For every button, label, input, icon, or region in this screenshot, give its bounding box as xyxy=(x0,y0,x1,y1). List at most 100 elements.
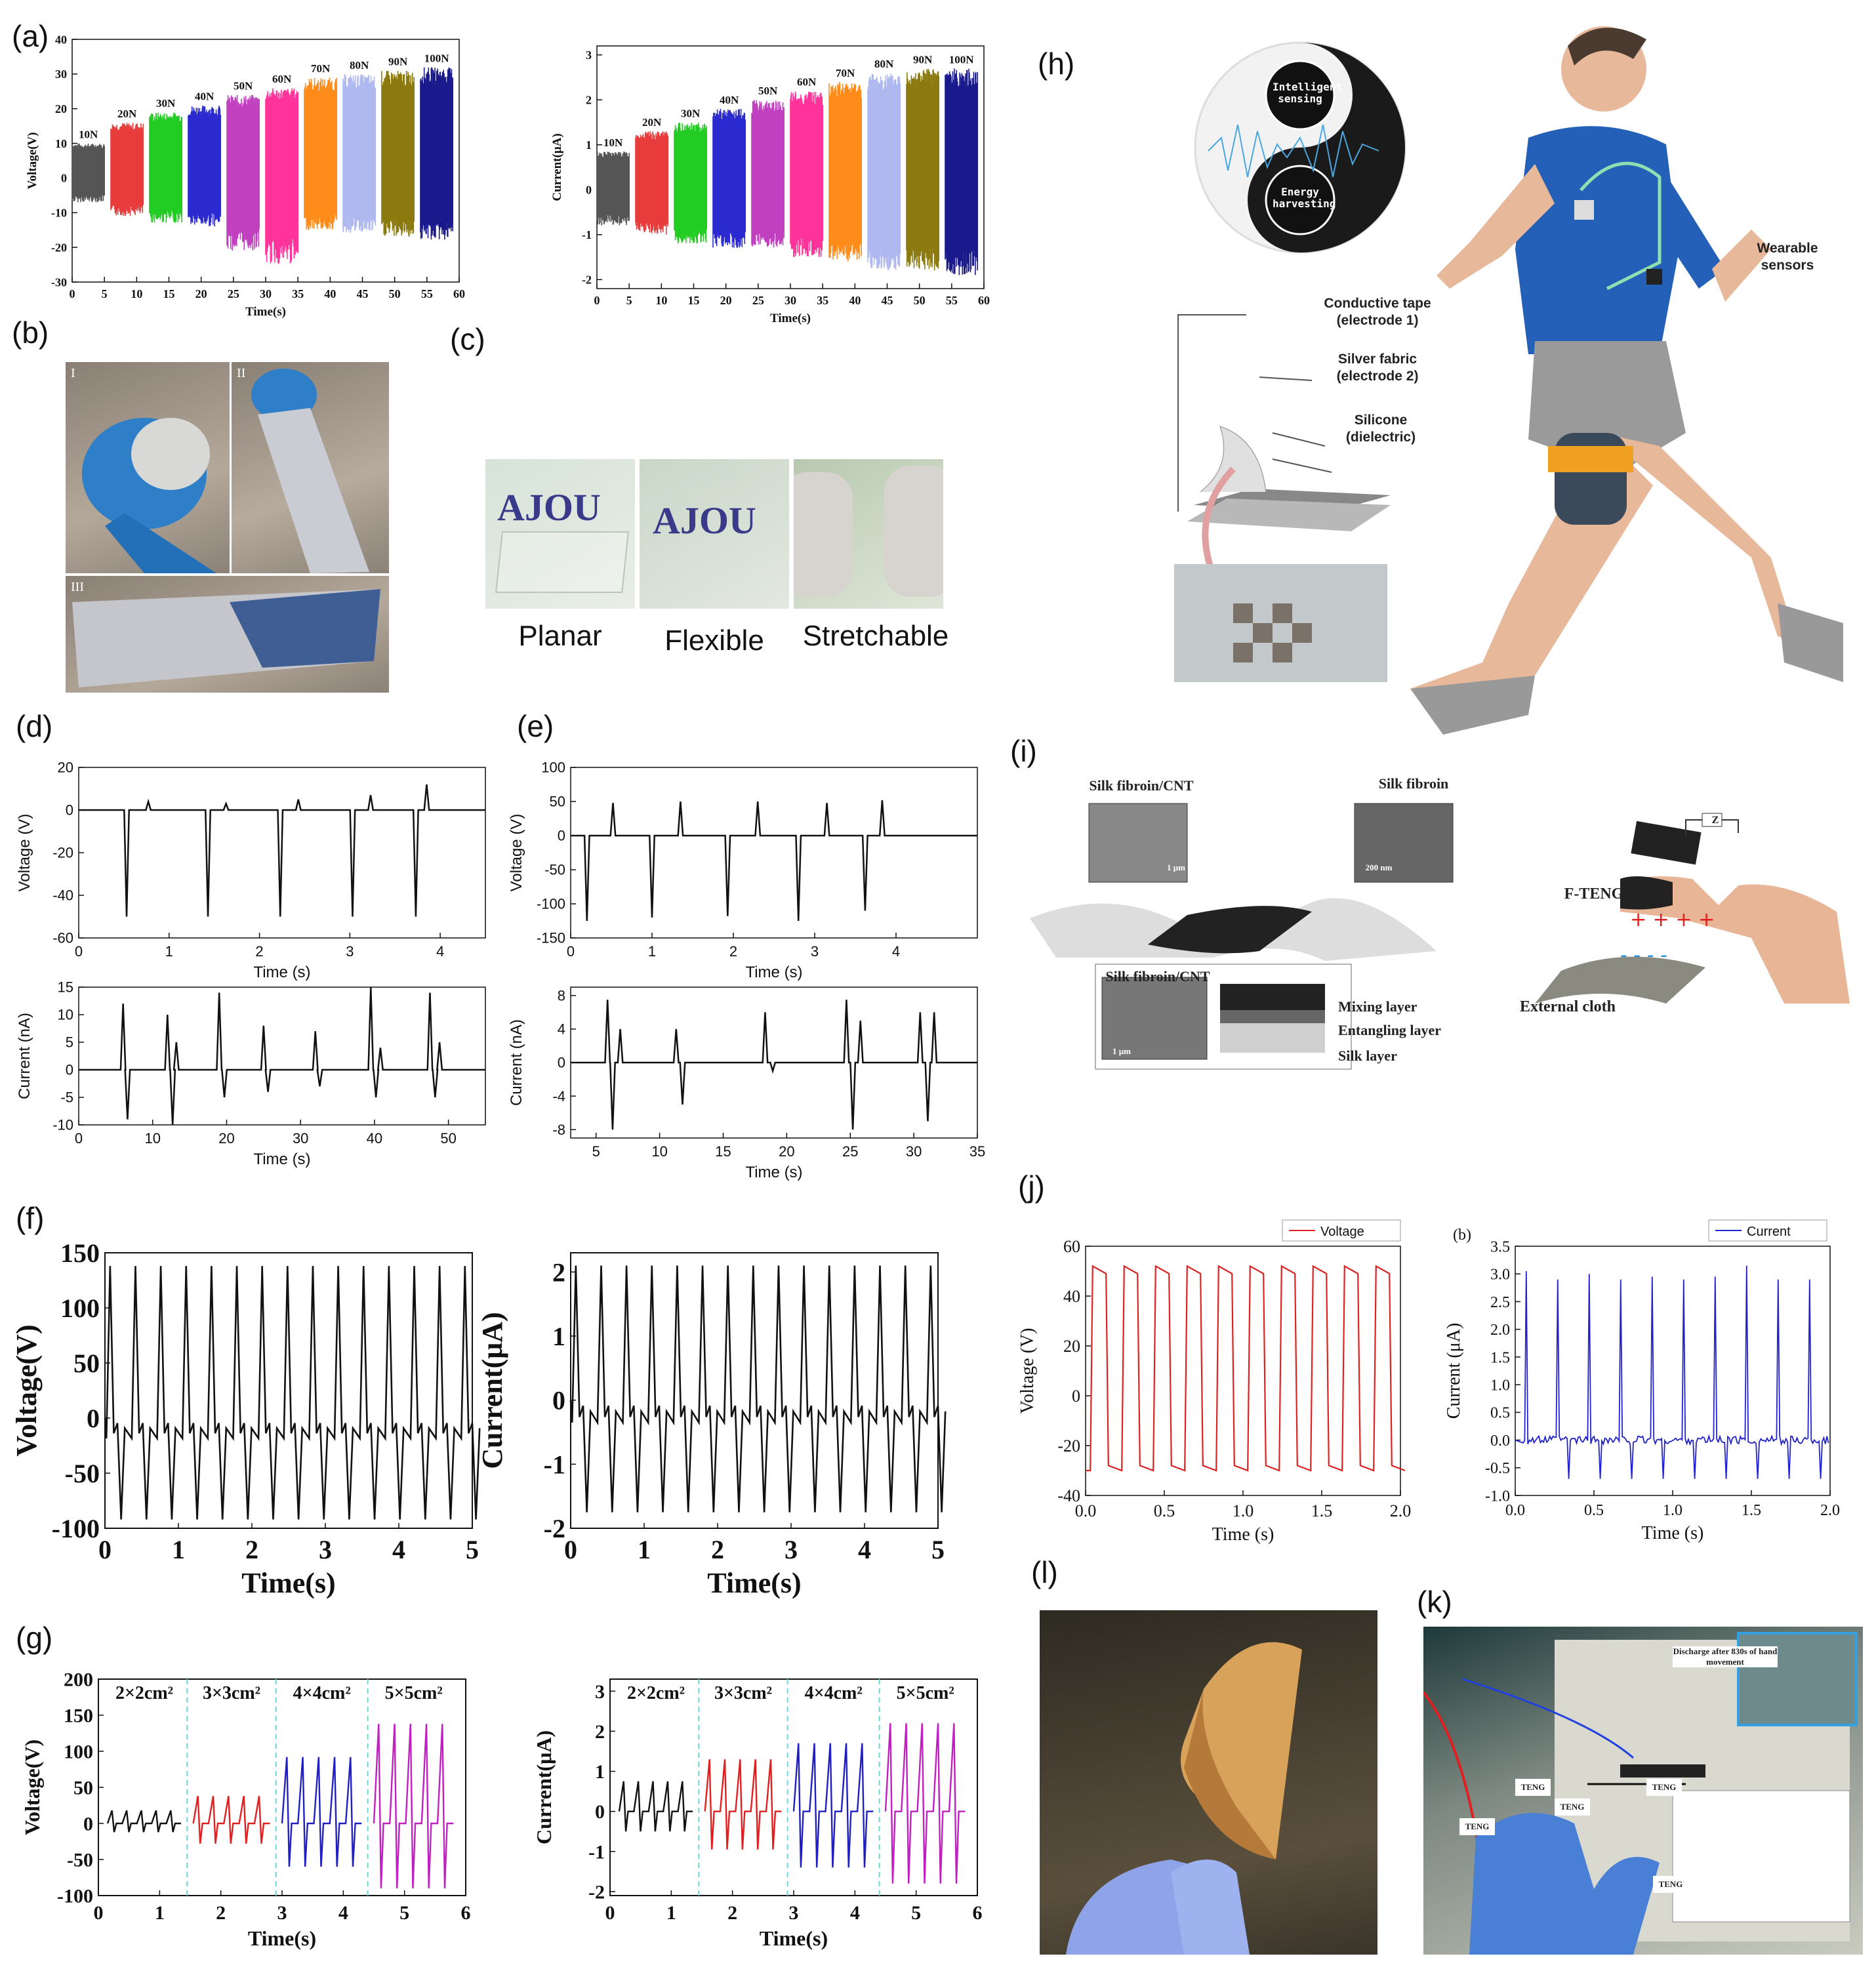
y-tick-label: -20 xyxy=(51,241,67,254)
group-trace xyxy=(884,1723,966,1884)
x-tick-label: 0.0 xyxy=(1075,1501,1097,1520)
y-tick-label: 0 xyxy=(61,172,67,185)
plot-frame xyxy=(1515,1246,1831,1496)
series-label: 20N xyxy=(642,116,662,129)
x-tick-label: 2 xyxy=(727,1902,737,1924)
teng-label-5: TENG xyxy=(1653,1876,1688,1893)
y-tick-label: -1 xyxy=(588,1841,605,1863)
y-tick-label: 2.5 xyxy=(1490,1294,1510,1311)
x-tick-label: 5 xyxy=(931,1535,945,1564)
x-tick-label: 40 xyxy=(849,294,861,307)
x-tick-label: 35 xyxy=(969,1143,985,1160)
y-tick-label: 20 xyxy=(58,760,73,776)
yin-text: Intelligent sensing xyxy=(1273,81,1342,105)
circuit-photo: Discharge after 830s of hand movement TE… xyxy=(1423,1627,1863,1955)
x-tick-label: 0 xyxy=(594,294,600,307)
x-tick-label: 3 xyxy=(811,943,819,960)
sample-text-flexible: AJOU xyxy=(653,499,756,542)
y-axis-label: Current (nA) xyxy=(16,1013,33,1099)
teng-label-1: TENG xyxy=(1515,1779,1551,1796)
x-axis-label: Time(s) xyxy=(241,1567,335,1599)
series-label: 80N xyxy=(874,58,894,70)
layer-label-2: Silver fabric (electrode 2) xyxy=(1336,352,1419,384)
x-tick-label: 3 xyxy=(277,1902,287,1924)
x-tick-label: 3 xyxy=(785,1535,798,1564)
x-tick-label: 15 xyxy=(163,287,175,300)
x-tick-label: 2 xyxy=(255,943,263,960)
y-tick-label: 100 xyxy=(64,1741,93,1763)
y-tick-label: -10 xyxy=(52,1117,73,1133)
x-tick-label: 25 xyxy=(752,294,764,307)
x-tick-label: 30 xyxy=(785,294,796,307)
series-trace xyxy=(342,74,376,233)
group-3 xyxy=(884,1723,966,1884)
teng-label-4: TENG xyxy=(1459,1818,1495,1835)
x-tick-label: 1.5 xyxy=(1742,1502,1761,1519)
y-tick-label: -100 xyxy=(537,896,565,912)
series-label: 10N xyxy=(603,136,623,149)
signal-trace xyxy=(571,800,977,922)
flexible-photo: AJOU xyxy=(640,459,789,609)
group-label: 4×4cm² xyxy=(805,1683,863,1703)
series-20N xyxy=(110,123,144,216)
y-tick-label: 0 xyxy=(586,184,592,197)
layer-entangling: Entangling layer xyxy=(1338,1022,1442,1038)
series-trace xyxy=(265,88,298,264)
signal-trace xyxy=(1515,1265,1829,1479)
y-tick-label: -40 xyxy=(1057,1486,1080,1505)
x-axis-label: Time (s) xyxy=(1642,1523,1704,1543)
legend-label: Current xyxy=(1747,1225,1791,1239)
x-tick-label: 45 xyxy=(357,287,369,300)
panel-label-a: (a) xyxy=(12,19,49,53)
y-tick-label: -50 xyxy=(67,1850,93,1871)
x-tick-label: 45 xyxy=(882,294,893,307)
series-label: 60N xyxy=(797,76,817,89)
panel-label-c: (c) xyxy=(450,322,485,356)
series-60N xyxy=(790,91,823,257)
y-axis-label: Voltage(V) xyxy=(20,1739,44,1835)
panel-label-f: (f) xyxy=(16,1201,45,1235)
y-tick-label: 100 xyxy=(541,760,565,776)
sleeve-illustration xyxy=(251,369,369,573)
y-tick-label: -20 xyxy=(52,845,73,861)
y-axis-label: Voltage (V) xyxy=(16,814,33,892)
x-tick-label: 0.5 xyxy=(1584,1502,1604,1519)
y-tick-label: 0.5 xyxy=(1490,1405,1510,1422)
legend-label: Voltage xyxy=(1320,1225,1364,1239)
series-trace xyxy=(110,123,144,216)
sub-label-1: I xyxy=(71,366,75,380)
group-label: 5×5cm² xyxy=(385,1683,443,1703)
series-trace xyxy=(226,94,260,251)
series-label: 20N xyxy=(117,108,137,120)
x-tick-label: 25 xyxy=(228,287,239,300)
y-tick-label: -5 xyxy=(60,1089,73,1106)
x-tick-label: 1.5 xyxy=(1311,1501,1333,1520)
series-label: 50N xyxy=(234,80,253,92)
x-tick-label: 10 xyxy=(144,1130,160,1147)
y-tick-label: 1.5 xyxy=(1490,1349,1510,1366)
x-tick-label: 1 xyxy=(666,1902,676,1924)
panel-label-k: (k) xyxy=(1417,1585,1452,1619)
y-tick-label: -8 xyxy=(552,1122,565,1138)
x-tick-label: 15 xyxy=(688,294,700,307)
x-tick-label: 0.5 xyxy=(1154,1501,1175,1520)
y-tick-label: 40 xyxy=(55,33,67,46)
external-cloth-label: External cloth xyxy=(1520,998,1616,1015)
series-90N xyxy=(906,69,939,271)
signal-trace xyxy=(1086,1265,1406,1472)
y-tick-label: 0 xyxy=(87,1404,100,1433)
x-tick-label: 60 xyxy=(453,287,465,300)
series-90N xyxy=(381,70,415,237)
x-tick-label: 50 xyxy=(440,1130,456,1147)
y-axis-label: Current(μA) xyxy=(532,1730,556,1844)
x-tick-label: 2 xyxy=(711,1535,724,1564)
impedance-label: Z xyxy=(1711,815,1719,826)
x-axis-label: Time (s) xyxy=(1212,1524,1274,1545)
sem-label-2: Silk fibroin xyxy=(1378,775,1449,792)
planar-photo: AJOU xyxy=(485,459,635,609)
y-tick-label: 3 xyxy=(595,1681,605,1703)
scale-bar-2: 200 nm xyxy=(1365,863,1393,872)
